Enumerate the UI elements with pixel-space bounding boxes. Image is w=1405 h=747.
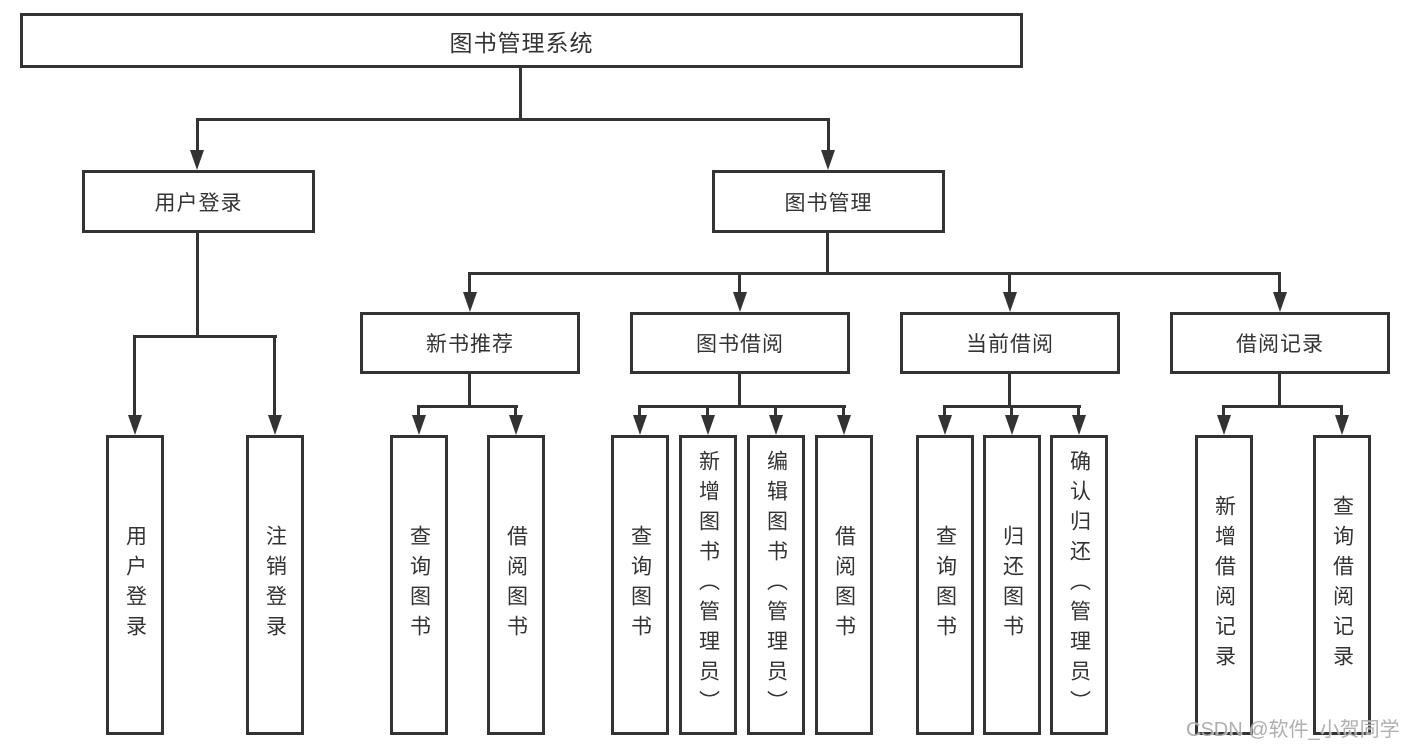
arrow-down-icon	[509, 415, 523, 435]
connector-bar	[417, 405, 518, 408]
connector-root-bar	[196, 118, 830, 121]
node-add-book-admin: 新增图书（管理员）	[679, 435, 737, 735]
connector-line	[1010, 405, 1013, 419]
connector-book-management-bar	[468, 272, 1281, 275]
node-return-book: 归还图书	[983, 435, 1041, 735]
arrow-down-icon	[733, 292, 747, 312]
connector-book-management-stem	[826, 233, 829, 275]
node-borrow-books-recommend: 借阅图书	[487, 435, 545, 735]
node-current-borrowing: 当前借阅	[900, 312, 1120, 374]
connector-line	[1340, 405, 1343, 419]
node-query-books-recommend: 查询图书	[390, 435, 448, 735]
connector-user-login-stem	[196, 233, 199, 338]
connector-line	[1278, 374, 1281, 408]
connector-line	[738, 272, 741, 296]
arrow-down-icon	[938, 415, 952, 435]
connector-line	[706, 405, 709, 419]
connector-line	[774, 405, 777, 419]
node-logout: 注销登录	[246, 435, 304, 735]
connector-user-login-bar	[133, 335, 277, 338]
connector-line	[1278, 272, 1281, 296]
arrow-down-icon	[1335, 415, 1349, 435]
arrow-down-icon	[1217, 415, 1231, 435]
node-query-books-borrowing: 查询图书	[611, 435, 669, 735]
node-user-login-action: 用户登录	[106, 435, 164, 735]
connector-line	[1008, 272, 1011, 296]
node-book-management: 图书管理	[712, 170, 945, 233]
node-new-book-recommend: 新书推荐	[360, 312, 580, 374]
node-edit-book-admin: 编辑图书（管理员）	[747, 435, 805, 735]
arrow-down-icon	[412, 415, 426, 435]
arrow-down-icon	[1072, 415, 1086, 435]
connector-bar	[1222, 405, 1343, 408]
connector-line	[468, 272, 471, 296]
arrow-down-icon	[1273, 292, 1287, 312]
arrow-down-icon	[769, 415, 783, 435]
connector-line	[133, 335, 136, 417]
arrow-down-icon	[1005, 415, 1019, 435]
connector-root-stem	[519, 68, 522, 120]
connector-line	[827, 118, 830, 152]
connector-line	[196, 118, 199, 152]
arrow-down-icon	[701, 415, 715, 435]
arrow-down-icon	[268, 415, 282, 435]
connector-line	[468, 374, 471, 408]
node-borrow-records: 借阅记录	[1170, 312, 1390, 374]
node-query-books-current: 查询图书	[916, 435, 974, 735]
node-user-login: 用户登录	[82, 170, 315, 233]
arrow-down-icon	[190, 150, 204, 170]
arrow-down-icon	[821, 150, 835, 170]
connector-line	[417, 405, 420, 419]
connector-line	[638, 405, 641, 419]
connector-line	[1222, 405, 1225, 419]
arrow-down-icon	[1003, 292, 1017, 312]
connector-line	[1008, 374, 1011, 408]
connector-line	[514, 405, 517, 419]
arrow-down-icon	[633, 415, 647, 435]
node-add-borrow-record: 新增借阅记录	[1195, 435, 1253, 735]
node-query-borrow-record: 查询借阅记录	[1313, 435, 1371, 735]
connector-line	[273, 335, 276, 417]
connector-line	[1077, 405, 1080, 419]
connector-bar	[638, 405, 846, 408]
arrow-down-icon	[128, 415, 142, 435]
node-borrow-books: 借阅图书	[815, 435, 873, 735]
node-book-borrowing: 图书借阅	[630, 312, 850, 374]
node-root: 图书管理系统	[20, 13, 1023, 68]
connector-line	[842, 405, 845, 419]
csdn-watermark: CSDN @软件_小贺同学	[1186, 719, 1400, 741]
arrow-down-icon	[837, 415, 851, 435]
connector-line	[738, 374, 741, 408]
connector-line	[943, 405, 946, 419]
arrow-down-icon	[463, 292, 477, 312]
node-confirm-return-admin: 确认归还（管理员）	[1050, 435, 1108, 735]
